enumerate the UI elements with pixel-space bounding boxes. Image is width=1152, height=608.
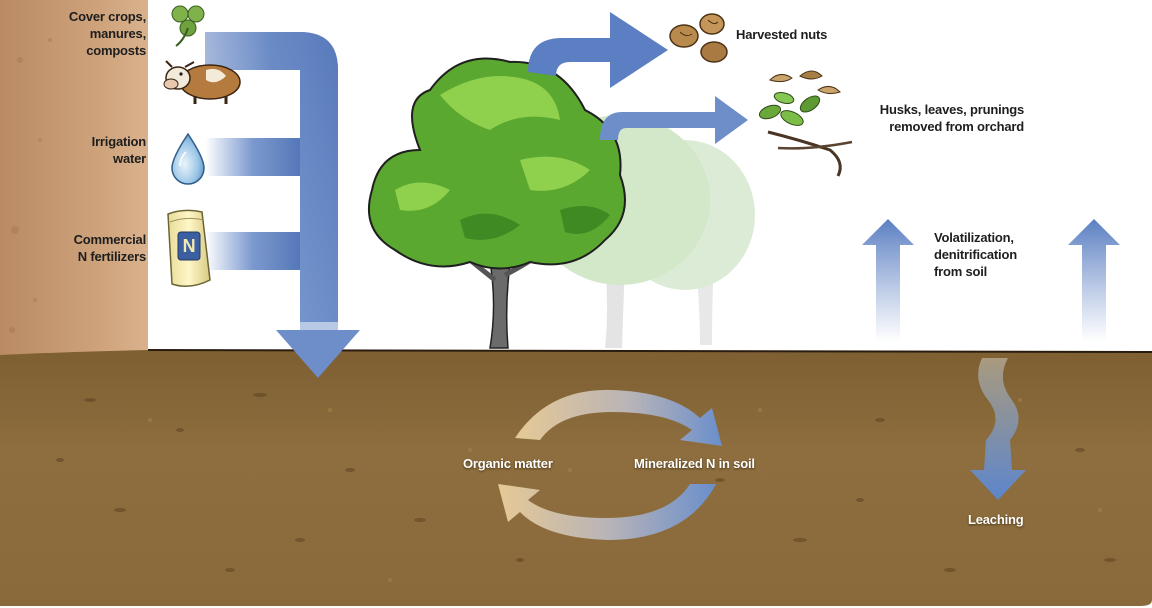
irrigation-label: Irrigation water	[34, 133, 146, 167]
cover-crops-label: Cover crops, manures, composts	[34, 8, 146, 59]
volatilization-line-2: denitrification	[934, 246, 1064, 263]
fertilizer-label: Commercial N fertilizers	[34, 231, 146, 265]
irrigation-line-2: water	[34, 150, 146, 167]
volatilization-line-1: Volatilization,	[934, 229, 1064, 246]
husks-line-1: Husks, leaves, prunings	[820, 101, 1024, 118]
husks-label: Husks, leaves, prunings removed from orc…	[820, 101, 1024, 135]
mineralized-n-label: Mineralized N in soil	[634, 455, 804, 472]
irrigation-line-1: Irrigation	[34, 133, 146, 150]
husks-line-2: removed from orchard	[820, 118, 1024, 135]
fertilizer-bag-letter: N	[178, 236, 200, 256]
leaching-label: Leaching	[968, 511, 1058, 528]
fertilizer-line-2: N fertilizers	[34, 248, 146, 265]
organic-matter-label: Organic matter	[463, 455, 583, 472]
cover-line-2: manures,	[34, 25, 146, 42]
cover-line-1: Cover crops,	[34, 8, 146, 25]
volatilization-line-3: from soil	[934, 263, 1064, 280]
fertilizer-line-1: Commercial	[34, 231, 146, 248]
harvested-nuts-label: Harvested nuts	[736, 26, 896, 43]
cover-line-3: composts	[34, 42, 146, 59]
volatilization-label: Volatilization, denitrification from soi…	[934, 229, 1064, 280]
